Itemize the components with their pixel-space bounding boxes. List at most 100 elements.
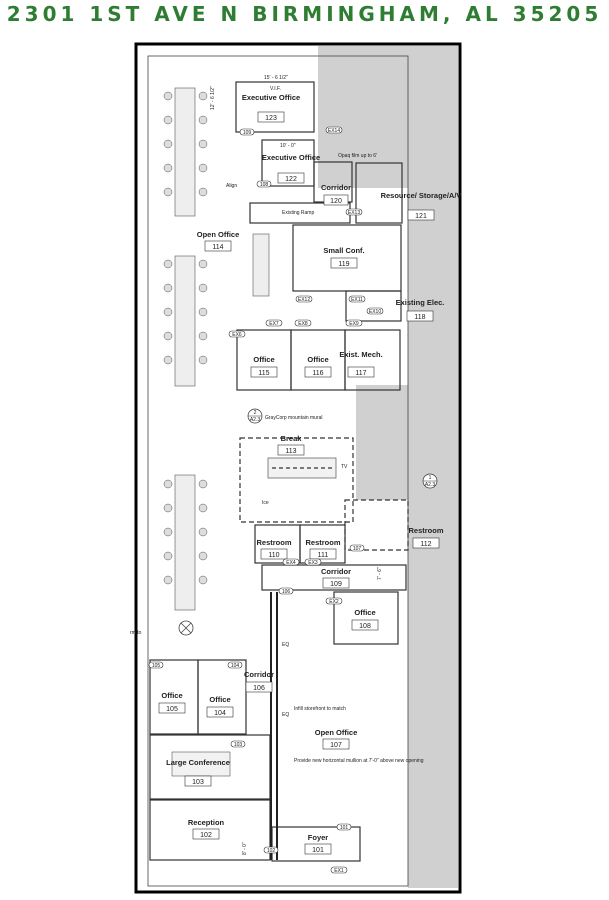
room-number-105: 105 — [166, 706, 178, 713]
room-name-113: Break — [281, 434, 303, 443]
interior-outline — [147, 55, 409, 887]
break-counter — [267, 457, 337, 479]
room-name-104: Office — [209, 695, 230, 704]
room-name-105: Office — [161, 691, 182, 700]
building-outline — [134, 42, 462, 894]
room-name-119: Small Conf. — [323, 246, 364, 255]
align-note: Align — [226, 183, 237, 189]
room-name-120: Corridor — [321, 183, 351, 192]
room-name-102: Reception — [188, 818, 225, 827]
room-number-121: 121 — [415, 213, 427, 220]
door-tag-ex6: EX6 — [232, 332, 242, 338]
existing-ramp-note: Existing Ramp — [282, 210, 314, 216]
existing-area-mid — [356, 385, 408, 500]
room-name-116: Office — [307, 355, 328, 364]
room-number-119: 119 — [338, 261, 349, 268]
door-tag-107: 107 — [353, 546, 362, 552]
door-tag-109: 109 — [243, 130, 252, 136]
svg-text:A2.3: A2.3 — [250, 417, 261, 423]
room-number-120: 120 — [330, 198, 342, 205]
door-tag-shapes — [148, 126, 384, 874]
eq-note-1: EQ — [282, 642, 289, 648]
room-name-110: Restroom — [256, 538, 291, 547]
door-tag-ex3: EX3 — [308, 560, 318, 566]
door-tag-ex1: EX1 — [334, 868, 344, 874]
address-title: 2301 1ST AVE N BIRMINGHAM, AL 35205 — [6, 2, 603, 26]
door-tag-ex7: EX7 — [269, 321, 279, 327]
room-name-123: Executive Office — [242, 93, 300, 102]
room-number-116: 116 — [312, 370, 323, 377]
room-number-114: 114 — [212, 244, 223, 251]
room-number-118: 118 — [414, 314, 425, 321]
door-tag-103: 103 — [234, 742, 243, 748]
eq-note-2: EQ — [282, 712, 289, 718]
column-marker — [178, 620, 194, 636]
dimension-top: 15' - 6 1/2" — [264, 75, 288, 81]
room-name-101: Foyer — [308, 833, 329, 842]
ice-note: Ice — [262, 500, 269, 506]
room-name-109: Corridor — [321, 567, 351, 576]
svg-text:1: 1 — [429, 475, 432, 481]
door-tag-ex14: EX14 — [328, 128, 340, 134]
mural-note: GrayCorp mountain mural — [265, 415, 323, 421]
room-number-107: 107 — [330, 742, 342, 749]
room-name-122: Executive Office — [262, 153, 320, 162]
workstations — [174, 87, 270, 611]
room-number-113: 113 — [285, 448, 296, 455]
room-number-102: 102 — [200, 832, 212, 839]
storefront-note: Infill storefront to match — [294, 706, 346, 712]
section-callout-break: 2 A2.3 — [247, 408, 263, 424]
corridor-walls — [270, 592, 278, 860]
opaque-film-note: Opaq film up to 6' — [338, 153, 377, 159]
svg-text:2: 2 — [254, 410, 257, 416]
room-number-123: 123 — [265, 115, 277, 122]
existing-area-top — [318, 46, 458, 188]
door-tag-106: 106 — [282, 589, 291, 595]
door-tag-ex9: EX9 — [349, 321, 359, 327]
rm-to-note: rm to — [130, 630, 142, 636]
door-tag-101: 101 — [340, 825, 349, 831]
door-tag-ex13: EX13 — [348, 210, 360, 216]
door-tag-ex10: EX10 — [369, 309, 381, 315]
room-number-111: 111 — [318, 552, 329, 559]
room-number-110: 110 — [268, 552, 279, 559]
door-tag-ex8: EX8 — [298, 321, 308, 327]
room-number-115: 115 — [258, 370, 269, 377]
tv-note: TV — [341, 464, 348, 470]
door-tag-ex11: EX11 — [351, 297, 363, 303]
room-number-108: 108 — [359, 623, 371, 630]
room-number-101: 101 — [312, 847, 324, 854]
room-number-109: 109 — [330, 581, 342, 588]
dimension-side: 12' - 6 1/2" — [210, 86, 216, 110]
mullion-note: Provide new horizontal mullion at 7'-0" … — [294, 758, 424, 764]
room-name-115: Office — [253, 355, 274, 364]
chairs — [163, 91, 208, 585]
room-name-118: Existing Elec. — [396, 298, 445, 307]
room-number-104: 104 — [214, 710, 226, 717]
room-number-112: 112 — [420, 541, 431, 548]
dimension-foyer: 8' - 0" — [242, 842, 248, 855]
door-tag-105: 105 — [152, 663, 161, 669]
door-tag-labels: 109 108 EX14 EX13 EX12 EX11 EX10 EX9 EX8… — [152, 128, 382, 874]
room-number-106: 106 — [253, 685, 265, 692]
section-callout-restroom: 1 A2.3 — [422, 473, 438, 489]
room-name-106: Corridor — [244, 670, 274, 679]
svg-text:A2.3: A2.3 — [425, 482, 436, 488]
vif-note: V.I.F. — [270, 86, 281, 92]
dimension-restroom: 7' - 6" — [377, 567, 383, 580]
door-tag-102: 102 — [267, 848, 276, 854]
door-tag-ex12: EX12 — [298, 297, 310, 303]
door-tag-ex4: EX4 — [286, 560, 296, 566]
room-number-103: 103 — [192, 779, 204, 786]
dimension-exec: 10' - 0" — [280, 143, 296, 149]
room-name-114: Open Office — [197, 230, 240, 239]
room-number-117: 117 — [355, 370, 366, 377]
room-name-107: Open Office — [315, 728, 358, 737]
room-name-112: Restroom — [408, 526, 443, 535]
conference-table — [171, 751, 231, 777]
door-tag-ex2: EX2 — [329, 599, 339, 605]
room-number-122: 122 — [285, 176, 297, 183]
door-tag-104: 104 — [231, 663, 240, 669]
room-name-103: Large Conference — [166, 758, 230, 767]
